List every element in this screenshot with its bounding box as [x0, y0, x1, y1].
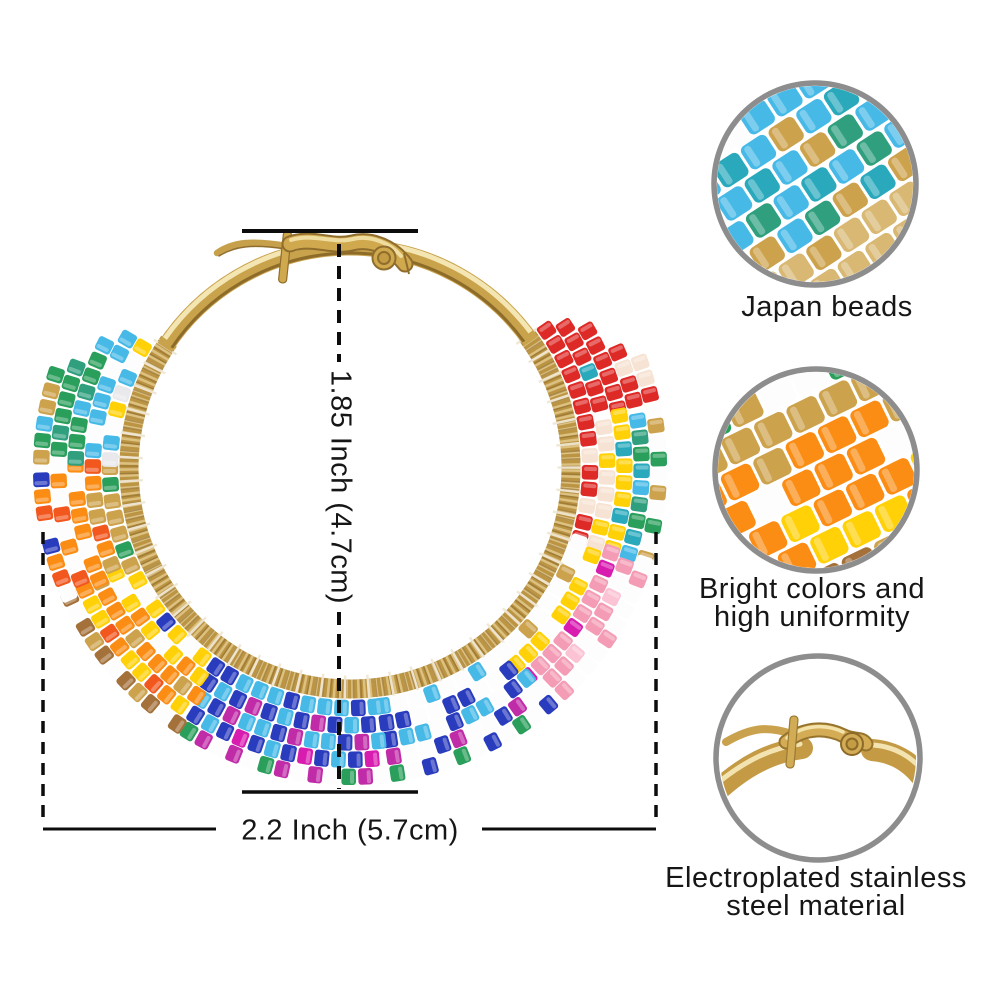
- callout-label-line: Bright colors and: [698, 573, 926, 605]
- bead-band: [32, 317, 668, 786]
- bead-row: [382, 668, 537, 749]
- bead-band-zone: [375, 642, 559, 782]
- bead-band-zone: [536, 317, 659, 418]
- bead-band-zone: [60, 564, 226, 734]
- callout-circle-steel-material: [713, 653, 923, 863]
- bead-row: [179, 721, 391, 786]
- earring-clasp: [213, 230, 414, 284]
- clasp-wire: [213, 239, 291, 257]
- bead-row: [630, 353, 659, 403]
- bead-row: [84, 459, 122, 574]
- bead-row: [220, 665, 383, 717]
- detail-wire: [722, 725, 796, 746]
- callout-label-line: Japan beads: [741, 291, 913, 323]
- bead-row: [60, 588, 187, 734]
- detail-t-bar: [785, 715, 799, 769]
- bead-row: [101, 338, 152, 468]
- bead-row: [378, 660, 519, 732]
- horizontal-dimension-label: 2.2 Inch (5.7cm): [241, 814, 459, 847]
- bead-row: [506, 533, 588, 651]
- detail-hinge-rivet-inner: [845, 737, 859, 751]
- dimension-annotations: [41, 229, 658, 831]
- earring-hoop: [32, 238, 668, 786]
- detail-tube-right-highlight: [870, 742, 916, 783]
- bead-row: [619, 412, 650, 563]
- bead-row: [603, 407, 633, 558]
- bead-row: [32, 455, 78, 603]
- bead-row: [530, 557, 634, 700]
- coil-wrapped-ring: [115, 326, 585, 703]
- vertical-dimension-label: 1.85 Inch (4.7cm): [321, 363, 359, 611]
- clasp-plate-highlight: [289, 235, 403, 258]
- bead-row: [506, 546, 602, 675]
- detail-tube-right: [861, 739, 916, 797]
- bead-band-zone: [32, 455, 141, 603]
- bead-band-zone: [506, 533, 653, 712]
- bead-band-zone: [33, 329, 152, 468]
- bead-row: [555, 317, 609, 413]
- bead-row: [385, 686, 541, 766]
- bead-row: [192, 689, 387, 751]
- callout-label-japan-beads: Japan beads: [741, 291, 913, 323]
- bead-row: [577, 321, 627, 418]
- callout-borders: [711, 80, 923, 863]
- bead-row: [389, 694, 559, 782]
- clasp-hinge-rivet-inner: [377, 251, 391, 265]
- bead-band-zone: [179, 665, 391, 786]
- bead-row: [33, 366, 65, 465]
- callout-circle-bright-colors: [712, 366, 920, 574]
- callout-label-line: high uniformity: [713, 601, 911, 633]
- callout-label-bright-colors: Bright colors and high uniformity: [698, 573, 926, 633]
- bead-row: [542, 554, 653, 712]
- bead-row: [536, 320, 592, 415]
- bead-row: [586, 419, 616, 553]
- callout-label-steel-material: Electroplated stainless steel material: [665, 862, 967, 922]
- bead-row: [75, 580, 190, 715]
- clasp-wire-shade: [218, 245, 287, 257]
- bead-row: [128, 571, 226, 677]
- bead-row: [608, 343, 643, 409]
- callout-label-line: Electroplated stainless: [665, 862, 967, 894]
- bead-row: [50, 358, 86, 458]
- bead-row: [84, 329, 138, 459]
- bead-row: [67, 336, 115, 466]
- bead-row: [50, 456, 90, 588]
- bead-row: [186, 705, 380, 768]
- bead-band-zone: [570, 400, 668, 568]
- callout-circle-japan-beads: [711, 80, 919, 288]
- callout-label-line: steel material: [726, 890, 906, 922]
- clasp-notch: [403, 252, 410, 275]
- gold-tube: [157, 238, 538, 353]
- clasp-detail-drawing: [720, 715, 916, 803]
